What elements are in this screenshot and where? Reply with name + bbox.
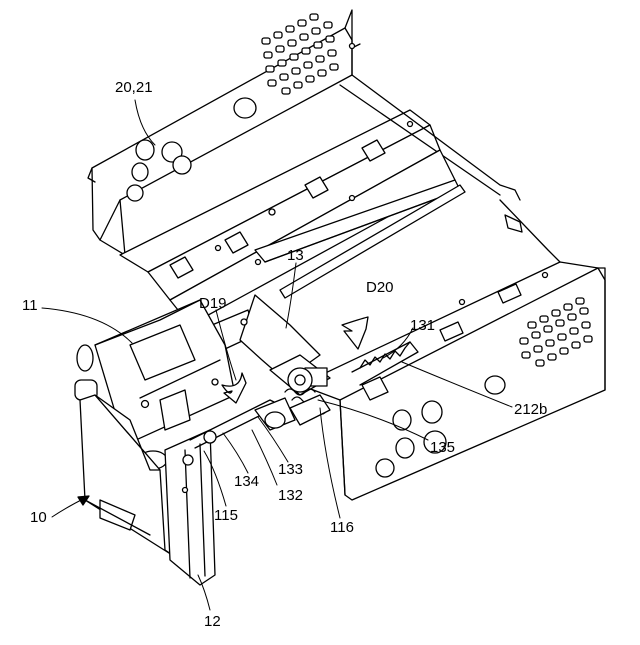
label-13: 13 (287, 248, 304, 263)
d20-arrow (342, 317, 368, 349)
front-plate-12 (165, 430, 215, 585)
label-D20: D20 (366, 280, 394, 295)
label-135: 135 (430, 440, 455, 455)
label-11: 11 (22, 298, 38, 313)
label-20-21: 20,21 (115, 80, 153, 95)
label-116: 116 (330, 520, 354, 535)
label-115: 115 (214, 508, 238, 523)
label-D19: D19 (199, 296, 227, 311)
label-133: 133 (278, 462, 303, 477)
label-132: 132 (278, 488, 303, 503)
label-131: 131 (410, 318, 435, 333)
label-212b: 212b (514, 402, 547, 417)
label-134: 134 (234, 474, 259, 489)
label-10: 10 (30, 510, 47, 525)
label-12: 12 (204, 614, 221, 629)
middle-rails (120, 75, 520, 325)
